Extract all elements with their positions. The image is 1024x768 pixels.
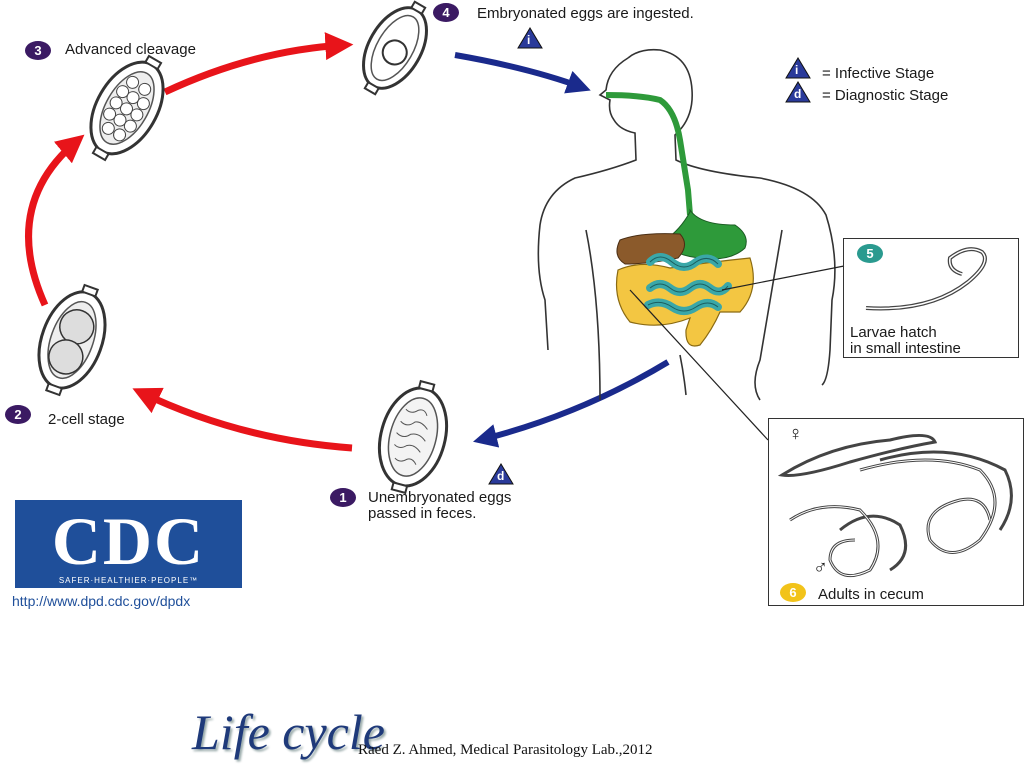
cdc-url: http://www.dpd.cdc.gov/dpdx — [12, 593, 191, 609]
step-1-label-line1: Unembryonated eggs — [368, 489, 512, 506]
step-6-number: 6 — [780, 583, 806, 602]
legend-diagnostic-triangle — [785, 81, 811, 103]
arrow-1-to-2 — [132, 387, 353, 452]
colon — [615, 257, 754, 347]
legend-diagnostic-label: = Diagnostic Stage — [822, 87, 949, 104]
cdc-logo-text: CDC — [51, 503, 206, 579]
pointer-line-adults — [629, 289, 769, 441]
cdc-logo: CDC SAFER·HEALTHIER·PEOPLE™ — [15, 500, 242, 588]
step-3-number: 3 — [25, 41, 51, 60]
legend-infective-letter: i — [795, 63, 799, 77]
egg-embryonated — [362, 0, 428, 96]
arrow-3-to-4 — [163, 32, 354, 96]
step-4-label: Embryonated eggs are ingested. — [477, 5, 694, 22]
badge-infective-letter: i — [527, 33, 531, 47]
female-symbol: ♀ — [788, 423, 803, 445]
arrow-excretion — [473, 359, 670, 448]
larvae-box — [843, 238, 1019, 358]
step-2-number: 2 — [5, 405, 31, 424]
legend-diagnostic-letter: d — [794, 87, 802, 101]
step-1-label-line2: passed in feces. — [368, 505, 477, 522]
small-intestine-outline — [647, 256, 729, 312]
badge-diagnostic-arrow — [488, 463, 514, 485]
badge-infective-arrow — [517, 27, 543, 49]
human-body — [537, 48, 836, 401]
step-5-number: 5 — [857, 244, 883, 263]
egg-unembryonated — [377, 379, 449, 495]
male-symbol: ♂ — [813, 557, 828, 579]
step-6-label: Adults in cecum — [818, 586, 924, 603]
adults-box — [768, 418, 1024, 606]
esophagus — [605, 92, 693, 216]
step-3-label: Advanced cleavage — [65, 41, 196, 58]
pointer-line-larvae — [721, 265, 845, 291]
legend-infective-label: = Infective Stage — [822, 65, 935, 82]
step-1-number: 1 — [330, 488, 356, 507]
step-2-label: 2-cell stage — [48, 411, 125, 428]
cdc-tagline: SAFER·HEALTHIER·PEOPLE™ — [58, 576, 199, 585]
slide-title: Life cycle — [192, 704, 385, 760]
egg-2-cell — [37, 283, 107, 397]
step-5-label-line2: in small intestine — [850, 340, 961, 357]
arrow-2-to-3 — [25, 134, 85, 307]
legend-infective-triangle — [785, 57, 811, 79]
egg-advanced-cleavage — [89, 54, 165, 162]
badge-diagnostic-letter: d — [497, 469, 505, 483]
step-5-label-line1: Larvae hatch — [850, 324, 937, 341]
arrow-ingestion — [454, 52, 591, 94]
slide-credit: Raed Z. Ahmed, Medical Parasitology Lab.… — [358, 742, 653, 758]
step-4-number: 4 — [433, 3, 459, 22]
